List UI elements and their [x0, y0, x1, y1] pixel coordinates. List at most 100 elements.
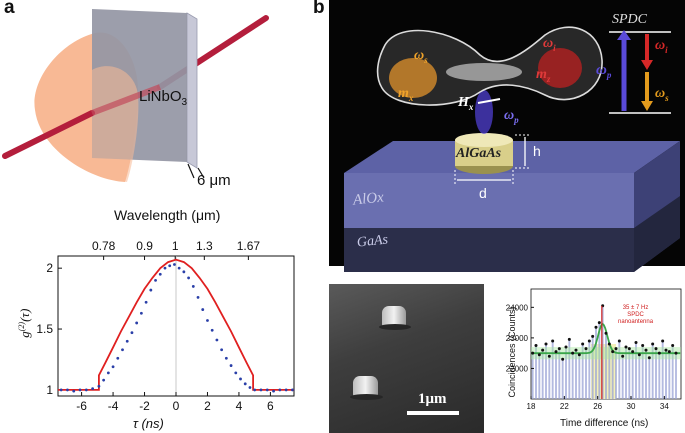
g2-data-point	[284, 388, 288, 392]
coinc-bar	[578, 354, 581, 399]
coinc-data-point	[627, 347, 631, 351]
omega-p-sub: p	[514, 114, 519, 125]
coinc-bar	[648, 357, 651, 399]
crystal-diagram	[2, 9, 269, 182]
coinc-data-point	[641, 344, 645, 348]
omega-i-label: ωi	[543, 36, 556, 53]
coinc-data-point	[651, 342, 655, 346]
pillar-label: AlGaAs	[456, 146, 502, 161]
coinc-data-point	[577, 353, 581, 357]
coinc-data-point	[624, 345, 628, 349]
g2-xtick-label: -2	[139, 399, 150, 413]
coinc-bar	[661, 340, 664, 399]
coinc-data-point	[547, 354, 551, 358]
g2-data-point	[196, 295, 200, 299]
g2-data-point	[201, 308, 205, 311]
coinc-bar	[575, 350, 577, 399]
coinc-data-point	[537, 353, 541, 357]
coinc-data-point	[597, 321, 601, 325]
g2-xtick-label: 0	[173, 399, 180, 413]
gaas-layer-front	[344, 228, 634, 272]
coinc-xtick-label: 18	[527, 402, 536, 411]
g2-data-point	[191, 285, 195, 288]
coinc-bar	[571, 353, 574, 399]
coinc-data-point	[541, 348, 545, 352]
coinc-ytick-label: 24000	[506, 303, 529, 312]
coinc-data-point	[591, 334, 595, 338]
coinc-bar	[558, 348, 561, 399]
idler-omega-label: ωi	[655, 38, 668, 55]
coinc-data-point	[654, 347, 658, 351]
coinc-bar	[615, 348, 617, 399]
g2-data-point	[139, 311, 143, 315]
g2-ytick-label: 1	[46, 383, 53, 397]
coinc-data-point	[554, 350, 558, 354]
m-x-label: mx	[398, 86, 413, 103]
h-field-label: Hx	[458, 95, 473, 112]
g2-top-tick-label: 1	[172, 239, 179, 253]
coinc-bar	[658, 353, 661, 399]
coinc-bar	[568, 339, 571, 399]
g2-data-point	[248, 386, 252, 389]
g2-data-point	[173, 263, 176, 266]
thickness-tick-2	[197, 167, 205, 179]
coinc-bar	[561, 359, 564, 399]
g2-data-point	[144, 300, 148, 304]
coinc-data-point	[671, 344, 675, 348]
m-z-main: m	[536, 67, 547, 82]
h-field-main: H	[458, 95, 469, 110]
g2-data-point	[265, 388, 269, 392]
g2-top-tick-label: 1.67	[237, 239, 261, 253]
g2-data-point	[243, 382, 247, 386]
g2-data-point	[72, 389, 76, 393]
thickness-label: 6 μm	[197, 172, 231, 189]
g2-data-point	[206, 319, 209, 322]
coinc-data-point	[661, 339, 665, 343]
g2-data-point	[253, 388, 257, 392]
coinc-ylabel: Coincidences (Counts)	[507, 306, 517, 398]
h-field-sub: x	[468, 101, 474, 112]
g2-xlabel: τ (ns)	[133, 416, 164, 431]
pump-omega-label: ωp	[596, 62, 611, 80]
coinc-bar	[611, 351, 614, 399]
g2-data-point	[116, 356, 120, 360]
idler-arrowhead	[641, 60, 653, 70]
g2-xtick-label: 2	[204, 399, 211, 413]
g2-ytick-label: 2	[46, 261, 53, 275]
alox-layer-front	[344, 173, 634, 228]
g2-data-point	[84, 388, 88, 392]
coinc-data-point	[561, 357, 565, 361]
coinc-bar	[631, 351, 634, 399]
g2-data-point	[229, 364, 233, 367]
coinc-data-point	[621, 354, 625, 358]
m-x-sub: x	[408, 92, 414, 103]
pump-omega-sub: p	[606, 70, 612, 80]
g2-data-point	[234, 371, 238, 375]
g2-data-point	[97, 384, 101, 388]
g2-xtick-label: -6	[76, 399, 87, 413]
g2-data-point	[215, 338, 219, 342]
coinc-bar	[581, 344, 584, 399]
d-label: d	[479, 185, 487, 201]
sem-pillar-1	[382, 306, 406, 326]
coinc-data-point	[551, 339, 555, 343]
g2-data-point	[78, 388, 82, 392]
coinc-xtick-label: 22	[560, 402, 569, 411]
coinc-data-point	[617, 339, 621, 343]
coinc-xlabel: Time difference (ns)	[560, 418, 649, 429]
coinc-data-point	[607, 342, 611, 346]
coinc-data-point	[644, 348, 648, 352]
coinc-annotation: 35 ± 7 Hz SPDC nanoantenna	[618, 305, 653, 326]
coinc-annotation-line1: 35 ± 7 Hz	[622, 305, 649, 311]
omega-i-main: ω	[543, 36, 554, 51]
coinc-data-point	[637, 353, 641, 357]
coinc-bar	[651, 344, 654, 399]
g2-data-point	[102, 378, 106, 382]
laser-beam-through	[90, 84, 162, 116]
coinc-bar	[545, 344, 547, 399]
idler-omega-main: ω	[655, 38, 666, 53]
h-field-arrow	[477, 98, 501, 104]
coinc-data-point	[614, 347, 618, 351]
g2-data-point	[66, 388, 69, 392]
